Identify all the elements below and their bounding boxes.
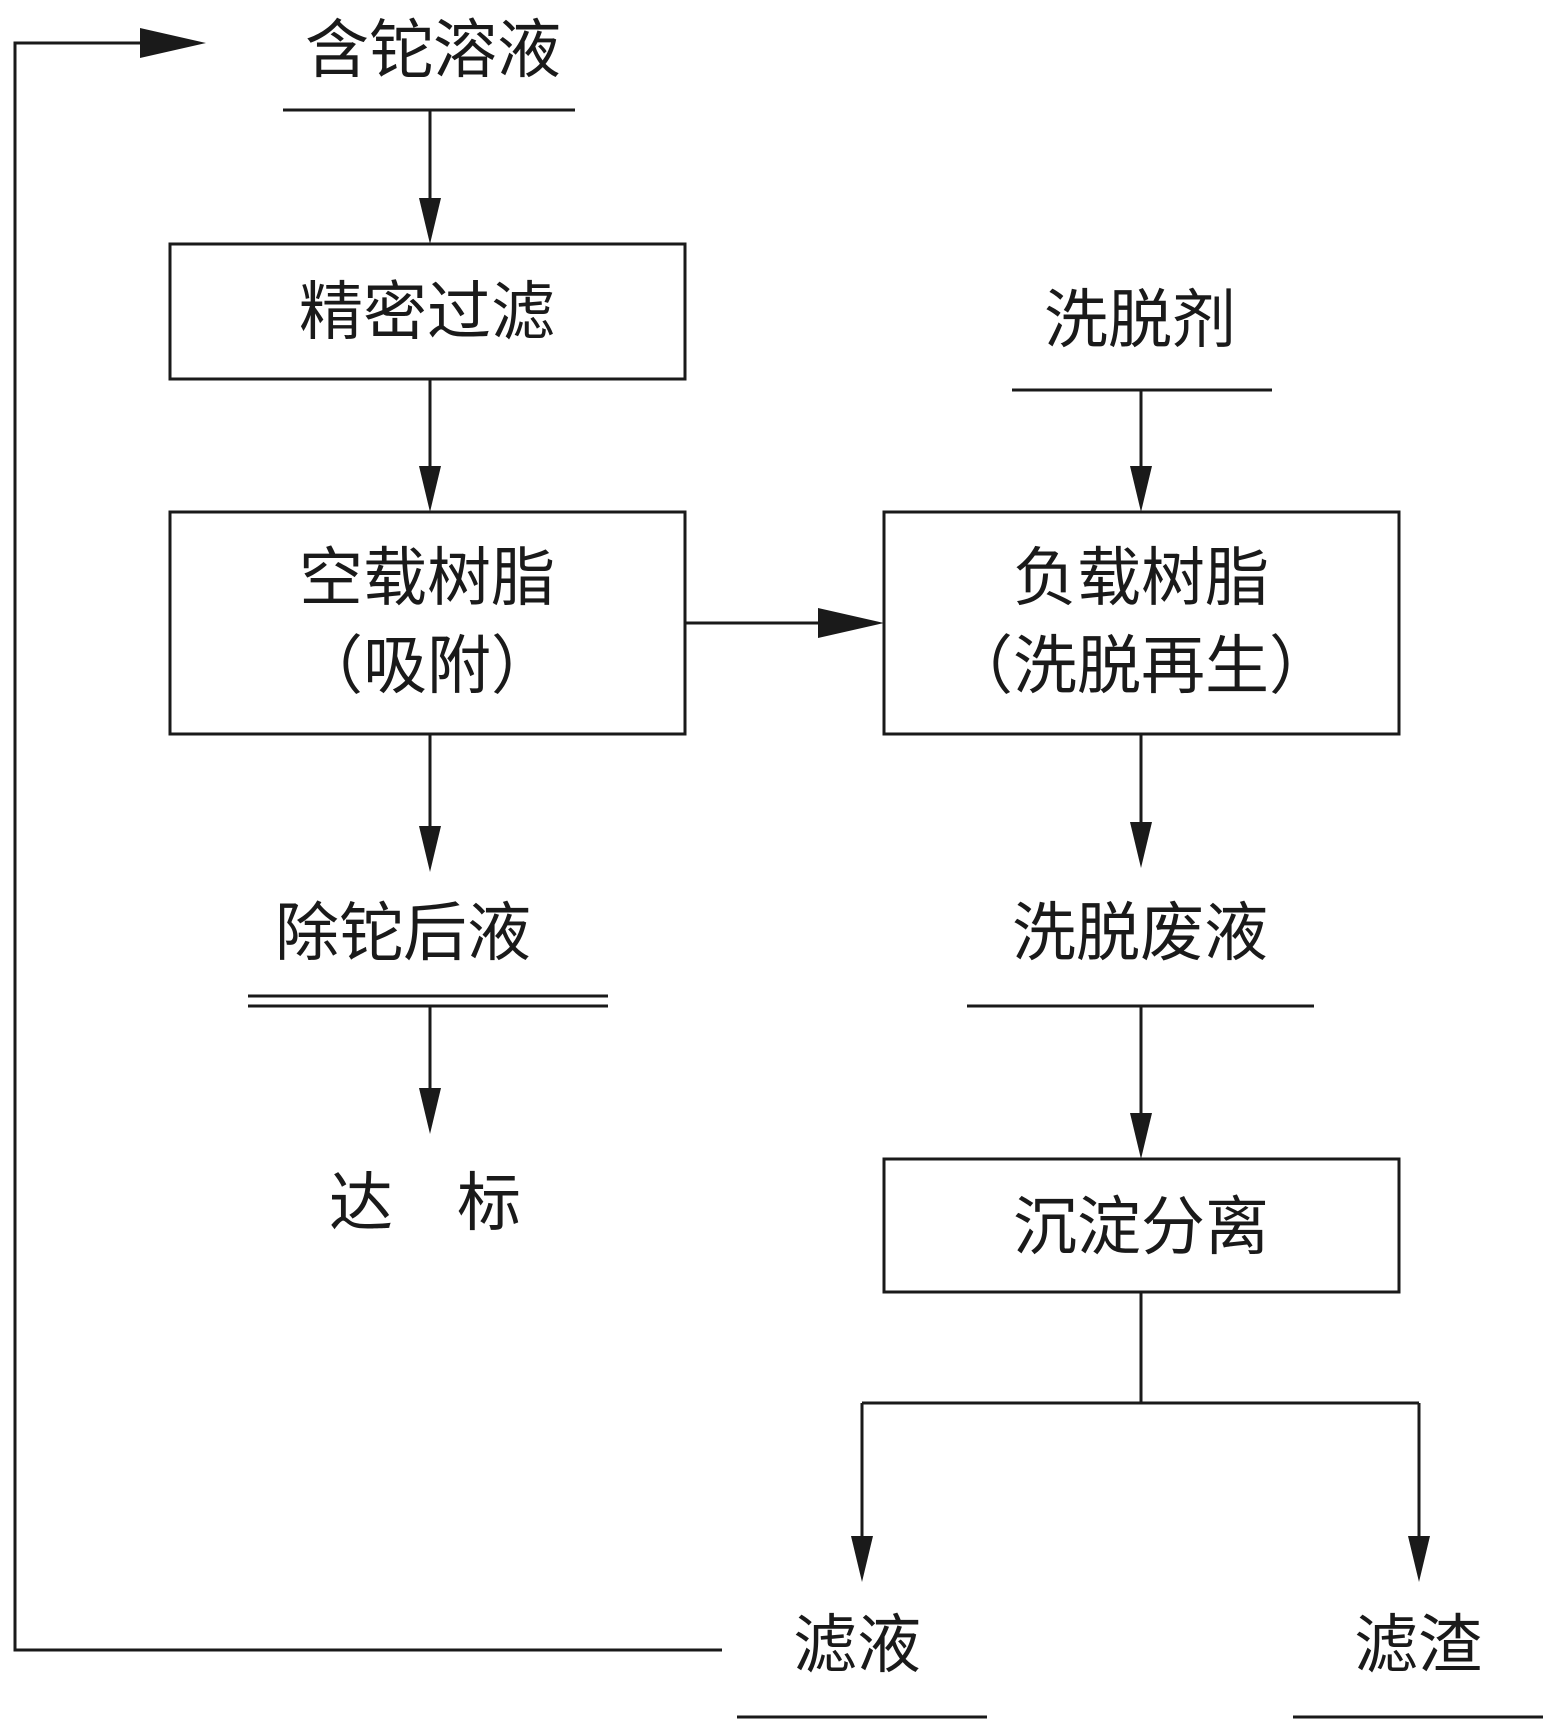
precipitation-box bbox=[882, 1157, 1401, 1294]
source-solution-label: 含铊溶液 bbox=[305, 14, 561, 88]
node-treated-solution: 除铊后液 bbox=[248, 897, 608, 1008]
treated-solution-label: 除铊后液 bbox=[275, 897, 531, 971]
edge-eluent-to-loaded-resin bbox=[1130, 390, 1152, 512]
edge-filter-to-empty-resin bbox=[419, 379, 441, 512]
node-eluent: 洗脱剂 bbox=[1012, 284, 1272, 392]
arrowhead bbox=[851, 1536, 873, 1582]
arrowhead bbox=[140, 28, 206, 58]
edge-precipitation-to-filtrate bbox=[851, 1403, 873, 1582]
arrowhead bbox=[1130, 466, 1152, 512]
filter-residue-label: 滤渣 bbox=[1354, 1609, 1482, 1683]
node-source-solution: 含铊溶液 bbox=[283, 14, 575, 112]
arrowhead bbox=[818, 608, 884, 638]
elution-waste-label: 洗脱废液 bbox=[1012, 897, 1268, 971]
node-precipitation: 沉淀分离 bbox=[882, 1157, 1401, 1294]
node-loaded-resin: 负载树脂 （洗脱再生） bbox=[882, 510, 1401, 736]
arrowhead bbox=[1130, 822, 1152, 868]
node-filtrate: 滤液 bbox=[737, 1609, 987, 1719]
edge-precipitation-to-residue bbox=[1408, 1403, 1430, 1582]
precipitation-label: 沉淀分离 bbox=[1013, 1191, 1269, 1265]
eluent-label: 洗脱剂 bbox=[1044, 284, 1236, 358]
loaded-resin-label-line1: 负载树脂 bbox=[1013, 542, 1269, 616]
edge-empty-resin-to-loaded-resin bbox=[685, 608, 884, 638]
edge-empty-resin-to-treated bbox=[419, 734, 441, 872]
node-compliant: 达 标 bbox=[329, 1167, 521, 1241]
node-precision-filter: 精密过滤 bbox=[168, 242, 687, 381]
arrowhead bbox=[419, 198, 441, 244]
edge-waste-to-precipitation bbox=[1130, 1006, 1152, 1159]
empty-resin-box bbox=[168, 510, 687, 736]
node-filter-residue: 滤渣 bbox=[1293, 1609, 1543, 1719]
arrowhead bbox=[1130, 1113, 1152, 1159]
arrowhead bbox=[419, 466, 441, 512]
edge-source-to-filter bbox=[419, 110, 441, 244]
loaded-resin-label-line2: （洗脱再生） bbox=[949, 630, 1333, 704]
edge-treated-to-compliant bbox=[419, 1006, 441, 1134]
edge-loaded-resin-to-waste bbox=[1130, 734, 1152, 868]
arrowhead bbox=[419, 826, 441, 872]
filtrate-label: 滤液 bbox=[793, 1609, 921, 1683]
node-elution-waste: 洗脱废液 bbox=[967, 897, 1314, 1008]
node-empty-resin: 空载树脂 （吸附） bbox=[168, 510, 687, 736]
edge-filtrate-recycle-to-source bbox=[13, 28, 722, 1652]
empty-resin-label-line1: 空载树脂 bbox=[299, 542, 555, 616]
compliant-label: 达 标 bbox=[329, 1167, 521, 1241]
loaded-resin-box bbox=[882, 510, 1401, 736]
edge-line bbox=[13, 41, 722, 1652]
arrowhead bbox=[419, 1088, 441, 1134]
empty-resin-label-line2: （吸附） bbox=[299, 630, 555, 704]
edge-precipitation-split bbox=[862, 1292, 1419, 1405]
precision-filter-box bbox=[168, 242, 687, 381]
precision-filter-label: 精密过滤 bbox=[299, 276, 555, 350]
arrowhead bbox=[1408, 1536, 1430, 1582]
